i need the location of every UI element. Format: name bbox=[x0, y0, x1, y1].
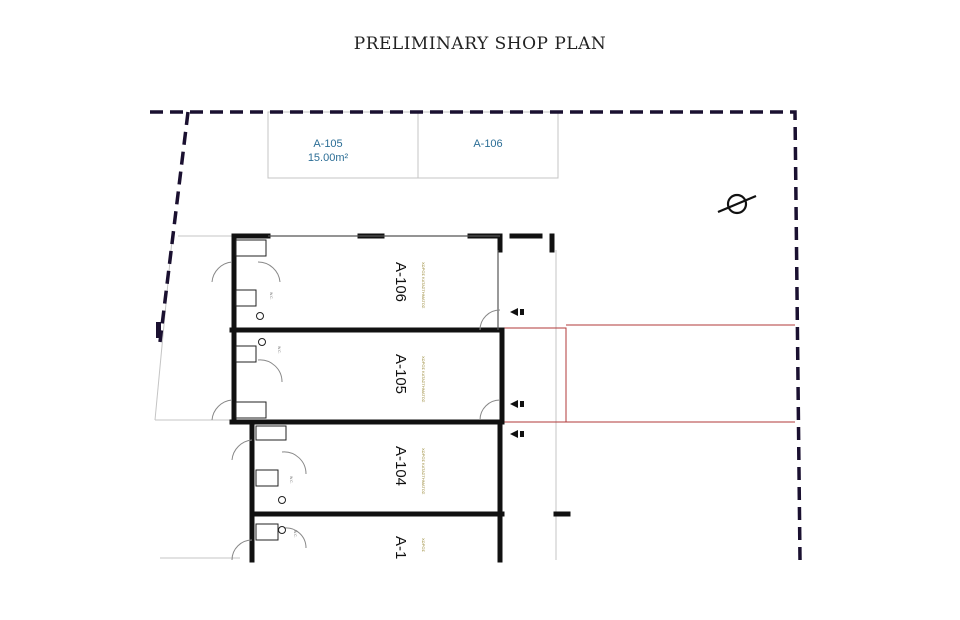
washroom-labels: W.C. W.C. W.C. W.C. bbox=[269, 292, 297, 538]
boundary-marker bbox=[156, 322, 161, 338]
shop-a1: A-1 ΧΩΡΟΣ bbox=[392, 536, 426, 559]
wall-thin-top bbox=[268, 235, 500, 330]
top-unit-area: 15.00m² bbox=[308, 152, 349, 164]
shop-code: A-105 bbox=[392, 354, 409, 394]
top-unit-a105: A-105 15.00m² bbox=[308, 138, 349, 164]
wc-label: W.C. bbox=[289, 476, 293, 484]
wc-label: W.C. bbox=[269, 292, 273, 300]
page-title: PRELIMINARY SHOP PLAN bbox=[353, 34, 607, 54]
shop-a106: A-106 ΧΩΡΟΣ ΚΑΤΑΣΤΗΜΑΤΟΣ bbox=[392, 262, 426, 309]
north-arrow-icon bbox=[717, 193, 757, 215]
shop-a104: A-104 ΧΩΡΟΣ ΚΑΤΑΣΤΗΜΑΤΟΣ bbox=[392, 446, 426, 495]
doors bbox=[211, 261, 501, 561]
shop-code: A-104 bbox=[392, 446, 409, 486]
corridor bbox=[501, 324, 795, 423]
shop-note: ΧΩΡΟΣ ΚΑΤΑΣΤΗΜΑΤΟΣ bbox=[421, 356, 426, 403]
top-unit-code: A-105 bbox=[313, 138, 342, 150]
shop-note: ΧΩΡΟΣ bbox=[421, 538, 426, 552]
top-unit-a106: A-106 bbox=[473, 138, 502, 150]
shop-note: ΧΩΡΟΣ ΚΑΤΑΣΤΗΜΑΤΟΣ bbox=[421, 262, 426, 309]
top-unit-code: A-106 bbox=[473, 138, 502, 150]
wc-label: W.C. bbox=[293, 530, 297, 538]
shop-a105: A-105 ΧΩΡΟΣ ΚΑΤΑΣΤΗΜΑΤΟΣ bbox=[392, 354, 426, 403]
entrance-markers bbox=[510, 308, 524, 438]
shop-code: A-1 bbox=[392, 536, 409, 559]
site-boundary bbox=[150, 110, 802, 561]
washrooms bbox=[235, 239, 287, 541]
wc-label: W.C. bbox=[277, 346, 281, 354]
shop-note: ΧΩΡΟΣ ΚΑΤΑΣΤΗΜΑΤΟΣ bbox=[421, 448, 426, 495]
shop-code: A-106 bbox=[392, 262, 409, 302]
